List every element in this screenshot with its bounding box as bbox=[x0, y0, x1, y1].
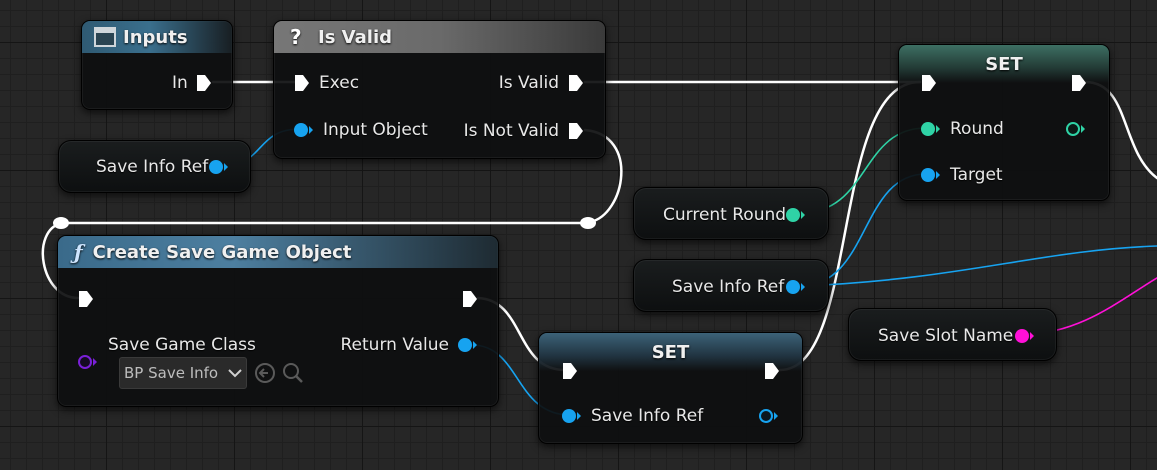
round-out-pin[interactable] bbox=[1066, 122, 1080, 136]
save-info-ref-out-pin-2[interactable] bbox=[786, 280, 800, 294]
pin-label-target: Target bbox=[950, 165, 1003, 185]
pin-arrow bbox=[936, 171, 940, 179]
pin-label-in: In bbox=[172, 73, 188, 93]
exec-out-pin[interactable] bbox=[1071, 74, 1087, 92]
set-round-node[interactable]: SET Round Target bbox=[898, 44, 1110, 201]
is-not-valid-exec-out-pin[interactable] bbox=[568, 122, 584, 140]
question-mark-icon: ? bbox=[290, 25, 302, 49]
is-valid-title: Is Valid bbox=[318, 26, 392, 48]
pin-label-save-game-class: Save Game Class bbox=[108, 335, 256, 355]
save-slot-name-label: Save Slot Name bbox=[878, 326, 1014, 346]
set-round-title: SET bbox=[985, 53, 1023, 75]
inputs-title: Inputs bbox=[123, 26, 188, 48]
pin-label-return-value: Return Value bbox=[340, 335, 450, 355]
search-icon[interactable] bbox=[282, 362, 304, 384]
pin-arrow bbox=[801, 283, 805, 291]
pin-label-is-not-valid: Is Not Valid bbox=[463, 121, 559, 141]
chevron-down-icon bbox=[228, 369, 242, 378]
create-save-game-object-title: Create Save Game Object bbox=[92, 241, 352, 263]
save-info-ref-getter-node-2[interactable]: Save Info Ref bbox=[633, 259, 829, 312]
arrow-left-circle-icon[interactable] bbox=[254, 362, 276, 384]
save-info-ref-in-pin[interactable] bbox=[562, 409, 576, 423]
return-value-pin[interactable] bbox=[458, 338, 472, 352]
pin-arrow bbox=[224, 163, 228, 171]
window-icon bbox=[94, 27, 116, 47]
pin-label-round: Round bbox=[950, 119, 1004, 139]
reroute-node-left[interactable] bbox=[53, 217, 69, 229]
exec-in-pin[interactable] bbox=[78, 290, 94, 308]
save-info-ref-label: Save Info Ref bbox=[96, 157, 209, 177]
current-round-getter-node[interactable]: Current Round bbox=[633, 187, 829, 240]
reroute-node-right[interactable] bbox=[580, 217, 596, 229]
pin-arrow bbox=[1030, 332, 1034, 340]
pin-arrow bbox=[473, 341, 477, 349]
exec-out-pin[interactable] bbox=[462, 290, 478, 308]
round-in-pin[interactable] bbox=[921, 122, 935, 136]
object-wire-saveinforef-out bbox=[799, 245, 1157, 287]
set-save-info-ref-node[interactable]: SET Save Info Ref bbox=[538, 332, 803, 444]
pin-arrow bbox=[309, 126, 313, 134]
pin-arrow bbox=[936, 125, 940, 133]
pin-arrow bbox=[577, 412, 581, 420]
exec-out-pin[interactable] bbox=[764, 362, 780, 380]
exec-in-pin[interactable] bbox=[562, 362, 578, 380]
inputs-header: Inputs bbox=[82, 21, 232, 53]
save-slot-name-out-pin[interactable] bbox=[1015, 329, 1029, 343]
input-object-pin[interactable] bbox=[294, 123, 308, 137]
save-info-ref-getter-node[interactable]: Save Info Ref bbox=[58, 140, 251, 193]
save-slot-name-getter-node[interactable]: Save Slot Name bbox=[848, 308, 1057, 361]
pin-label-input-object: Input Object bbox=[323, 120, 428, 140]
is-valid-header: ? Is Valid bbox=[274, 21, 605, 53]
is-valid-node[interactable]: ? Is Valid Exec Input Object Is Valid Is… bbox=[273, 20, 606, 159]
target-in-pin[interactable] bbox=[921, 168, 935, 182]
exec-in-pin[interactable] bbox=[294, 74, 310, 92]
create-save-game-object-node[interactable]: ƒ Create Save Game Object Save Game Clas… bbox=[57, 235, 499, 407]
set-save-info-ref-header: SET bbox=[539, 333, 802, 371]
save-game-class-pin[interactable] bbox=[78, 355, 92, 369]
pin-label-exec: Exec bbox=[319, 73, 360, 93]
pin-arrow bbox=[801, 211, 805, 219]
dropdown-selected-value: BP Save Info bbox=[124, 364, 219, 382]
current-round-out-pin[interactable] bbox=[786, 208, 800, 222]
is-valid-exec-out-pin[interactable] bbox=[568, 74, 584, 92]
pin-label-save-info-ref: Save Info Ref bbox=[591, 406, 704, 426]
save-info-ref-out-pin[interactable] bbox=[759, 409, 773, 423]
pin-label-is-valid: Is Valid bbox=[498, 73, 559, 93]
inputs-node[interactable]: Inputs In bbox=[81, 20, 233, 110]
exec-out-pin[interactable] bbox=[196, 74, 212, 92]
exec-in-pin[interactable] bbox=[921, 74, 937, 92]
pin-arrow bbox=[1081, 125, 1085, 133]
current-round-label: Current Round bbox=[663, 205, 787, 225]
save-info-ref-label-2: Save Info Ref bbox=[672, 277, 785, 297]
pin-arrow bbox=[774, 412, 778, 420]
pin-arrow bbox=[93, 358, 97, 366]
save-info-ref-out-pin[interactable] bbox=[209, 160, 223, 174]
function-icon: ƒ bbox=[74, 240, 83, 264]
create-save-game-object-header: ƒ Create Save Game Object bbox=[58, 236, 498, 268]
set-save-info-ref-title: SET bbox=[651, 341, 690, 363]
save-game-class-dropdown[interactable]: BP Save Info bbox=[119, 357, 247, 389]
